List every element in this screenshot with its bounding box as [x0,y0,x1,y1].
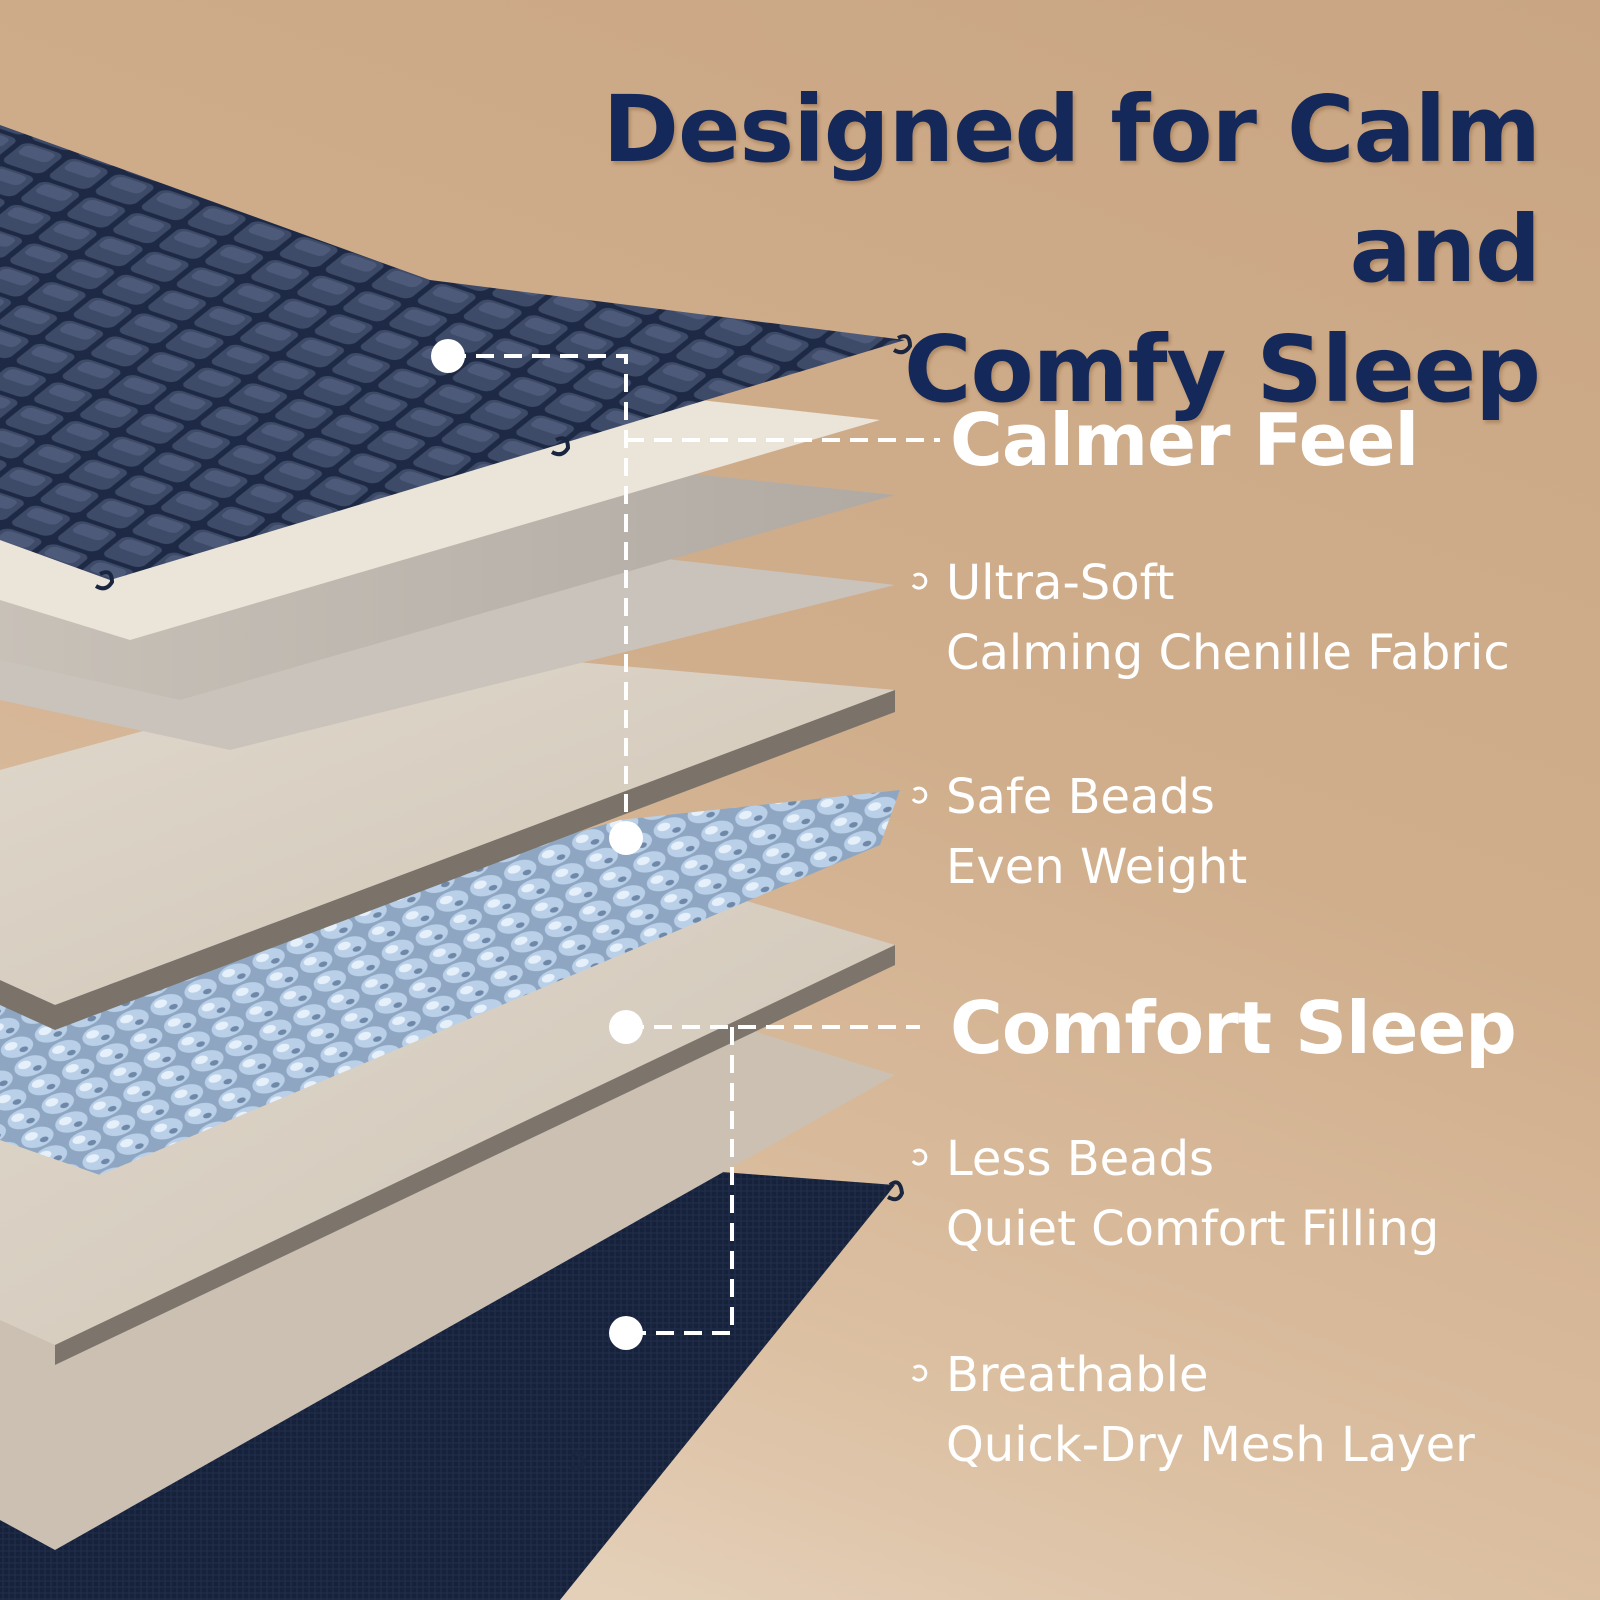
headline-line-2: Comfy Sleep [903,316,1541,423]
feature-safe-beads: Safe Beads Even Weight [911,762,1247,902]
callout-connectors [448,354,940,1335]
headline-line-1: Designed for Calm and [602,76,1541,303]
feature-ultra-soft: Ultra-Soft Calming Chenille Fabric [911,548,1510,688]
gray-film-2 [0,540,895,750]
loop-bullet-icon [911,786,928,804]
loop-bullet-icon [911,1364,928,1382]
beads-layer [0,790,900,1175]
feature-breathable: Breathable Quick-Dry Mesh Layer [911,1340,1475,1480]
feature-less-beads: Less Beads Quiet Comfort Filling [911,1124,1439,1264]
loop-bullet-icon [911,1148,928,1166]
loop-bullet-icon [911,572,928,590]
headline: Designed for Calm and Comfy Sleep [400,70,1541,430]
section-calmer-feel: Calmer Feel [950,398,1419,482]
callout-dots [431,339,643,1350]
section-comfort-sleep: Comfort Sleep [950,986,1517,1070]
